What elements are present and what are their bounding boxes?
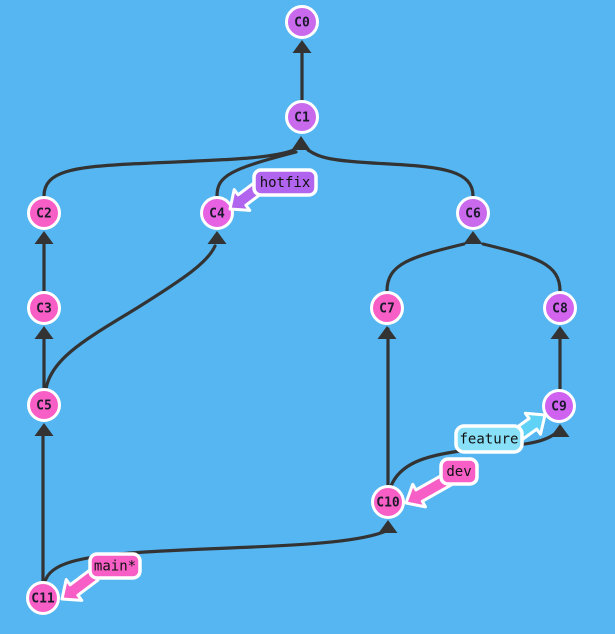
- commit-id-C5: C5: [36, 399, 52, 414]
- commit-circle-C1[interactable]: [285, 100, 319, 134]
- branch-name-hotfix: hotfix: [260, 175, 311, 191]
- edge-C6-C1: [306, 148, 475, 198]
- commit-node-C1[interactable]: C1: [285, 100, 319, 134]
- commit-id-C3: C3: [36, 302, 52, 317]
- branch-label-hotfix[interactable]: hotfix: [252, 168, 318, 197]
- commit-id-C1: C1: [294, 111, 310, 126]
- branch-label-dev[interactable]: dev: [439, 457, 479, 486]
- arrowhead-into-C4: [207, 231, 227, 244]
- edge-C11-C10: [43, 529, 388, 584]
- arrowhead-into-C7: [377, 326, 397, 339]
- commit-id-C4: C4: [209, 207, 225, 222]
- commit-circle-C10[interactable]: [371, 485, 405, 519]
- commit-id-C7: C7: [379, 302, 395, 317]
- commit-circle-C4[interactable]: [200, 196, 234, 230]
- branch-label-main[interactable]: main*: [88, 552, 142, 580]
- commit-node-C3[interactable]: C3: [27, 291, 61, 325]
- commit-id-C8: C8: [552, 302, 568, 317]
- arrowhead-into-C3: [34, 326, 54, 339]
- branch-box-hotfix[interactable]: [252, 168, 318, 197]
- commit-circle-C6[interactable]: [456, 196, 490, 230]
- branch-name-main: main*: [94, 559, 136, 575]
- arrowhead-into-C1: [291, 136, 311, 150]
- arrowhead-into-C2: [34, 231, 54, 244]
- commit-node-C5[interactable]: C5: [27, 388, 61, 422]
- edges-layer: [41, 44, 562, 584]
- commit-node-C7[interactable]: C7: [370, 291, 404, 325]
- branch-box-main[interactable]: [88, 552, 142, 580]
- commit-circle-C11[interactable]: [26, 581, 60, 615]
- branch-box-feature[interactable]: [454, 424, 524, 454]
- commit-id-C2: C2: [36, 207, 52, 222]
- branch-name-dev: dev: [446, 464, 471, 480]
- commit-circle-C0[interactable]: [285, 5, 319, 39]
- commit-circle-C8[interactable]: [543, 291, 577, 325]
- edge-C5-C4: [44, 244, 217, 391]
- arrowheads-layer: [34, 40, 570, 533]
- commit-node-C8[interactable]: C8: [543, 291, 577, 325]
- commit-circle-C3[interactable]: [27, 291, 61, 325]
- commit-circle-C2[interactable]: [27, 196, 61, 230]
- commit-node-C4[interactable]: C4: [200, 196, 234, 230]
- commit-node-C10[interactable]: C10: [371, 485, 405, 519]
- edge-C8-C6: [481, 242, 562, 293]
- arrowhead-into-C9: [550, 424, 570, 437]
- arrowhead-into-C6: [463, 231, 483, 244]
- branch-name-feature: feature: [459, 432, 518, 448]
- commit-circle-C7[interactable]: [370, 291, 404, 325]
- edge-C4-C1: [215, 150, 298, 198]
- branch-label-feature[interactable]: feature: [454, 424, 524, 454]
- commit-node-C6[interactable]: C6: [456, 196, 490, 230]
- commit-node-C0[interactable]: C0: [285, 5, 319, 39]
- commit-id-C10: C10: [376, 496, 400, 511]
- commit-id-C11: C11: [31, 592, 55, 607]
- commit-id-C6: C6: [465, 207, 481, 222]
- commit-circle-C5[interactable]: [27, 388, 61, 422]
- arrowhead-into-C8: [550, 326, 570, 339]
- commit-id-C0: C0: [294, 16, 310, 31]
- commit-node-C9[interactable]: C9: [542, 389, 576, 423]
- commit-node-C11[interactable]: C11: [26, 581, 60, 615]
- edge-C7-C6: [385, 242, 466, 293]
- commit-id-C9: C9: [551, 400, 567, 415]
- branch-box-dev[interactable]: [439, 457, 479, 486]
- edge-C2-C1: [42, 148, 296, 198]
- branch-labels-layer: hotfix feature dev main*: [88, 168, 524, 580]
- commit-circle-C9[interactable]: [542, 389, 576, 423]
- commit-node-C2[interactable]: C2: [27, 196, 61, 230]
- arrowhead-into-C0: [292, 40, 312, 53]
- commits-layer: C0 C1 C2 C4 C6 C3: [26, 5, 577, 615]
- arrowhead-into-C5: [34, 423, 54, 436]
- arrowhead-into-C10: [378, 520, 398, 533]
- branch-arrow-main: [60, 568, 100, 602]
